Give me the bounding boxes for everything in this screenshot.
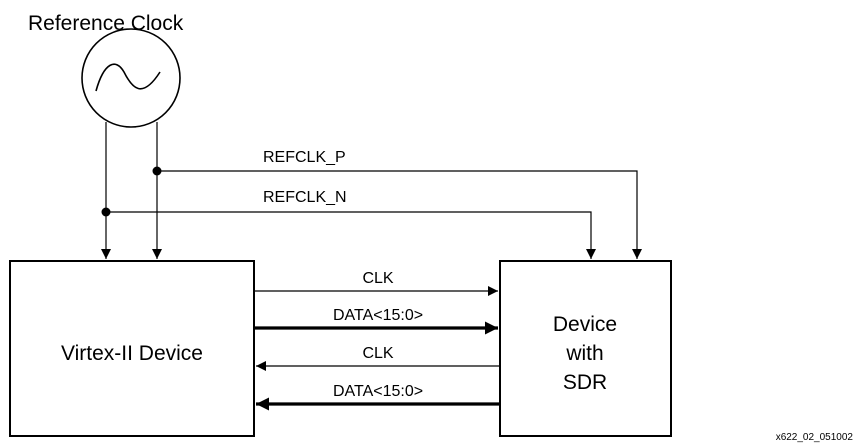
sdr-device-block xyxy=(499,260,672,437)
virtex-ii-device-label: Virtex-II Device xyxy=(61,342,203,365)
sdr-device-label-line3: SDR xyxy=(563,371,607,394)
refclk-n-label: REFCLK_N xyxy=(263,189,347,206)
sine-wave-icon xyxy=(95,63,161,92)
refclk-p-label: REFCLK_P xyxy=(263,149,346,166)
sdr-device-label-line1: Device xyxy=(553,313,617,336)
data-to-sdr-label: DATA<15:0> xyxy=(333,307,423,324)
reference-clock-label: Reference Clock xyxy=(28,12,184,35)
sdr-device-label-line2: with xyxy=(565,342,603,365)
clk-from-sdr-label: CLK xyxy=(362,345,393,362)
refclk-n-wire xyxy=(106,211,596,259)
oscillator-symbol xyxy=(81,28,181,128)
data-from-sdr-label: DATA<15:0> xyxy=(333,383,423,400)
figure-id: x622_02_051002 xyxy=(776,432,854,443)
refclk-p-wire xyxy=(157,170,642,259)
clk-to-sdr-label: CLK xyxy=(362,270,393,287)
oscillator-circle xyxy=(81,28,181,128)
virtex-ii-device-block xyxy=(9,260,255,437)
